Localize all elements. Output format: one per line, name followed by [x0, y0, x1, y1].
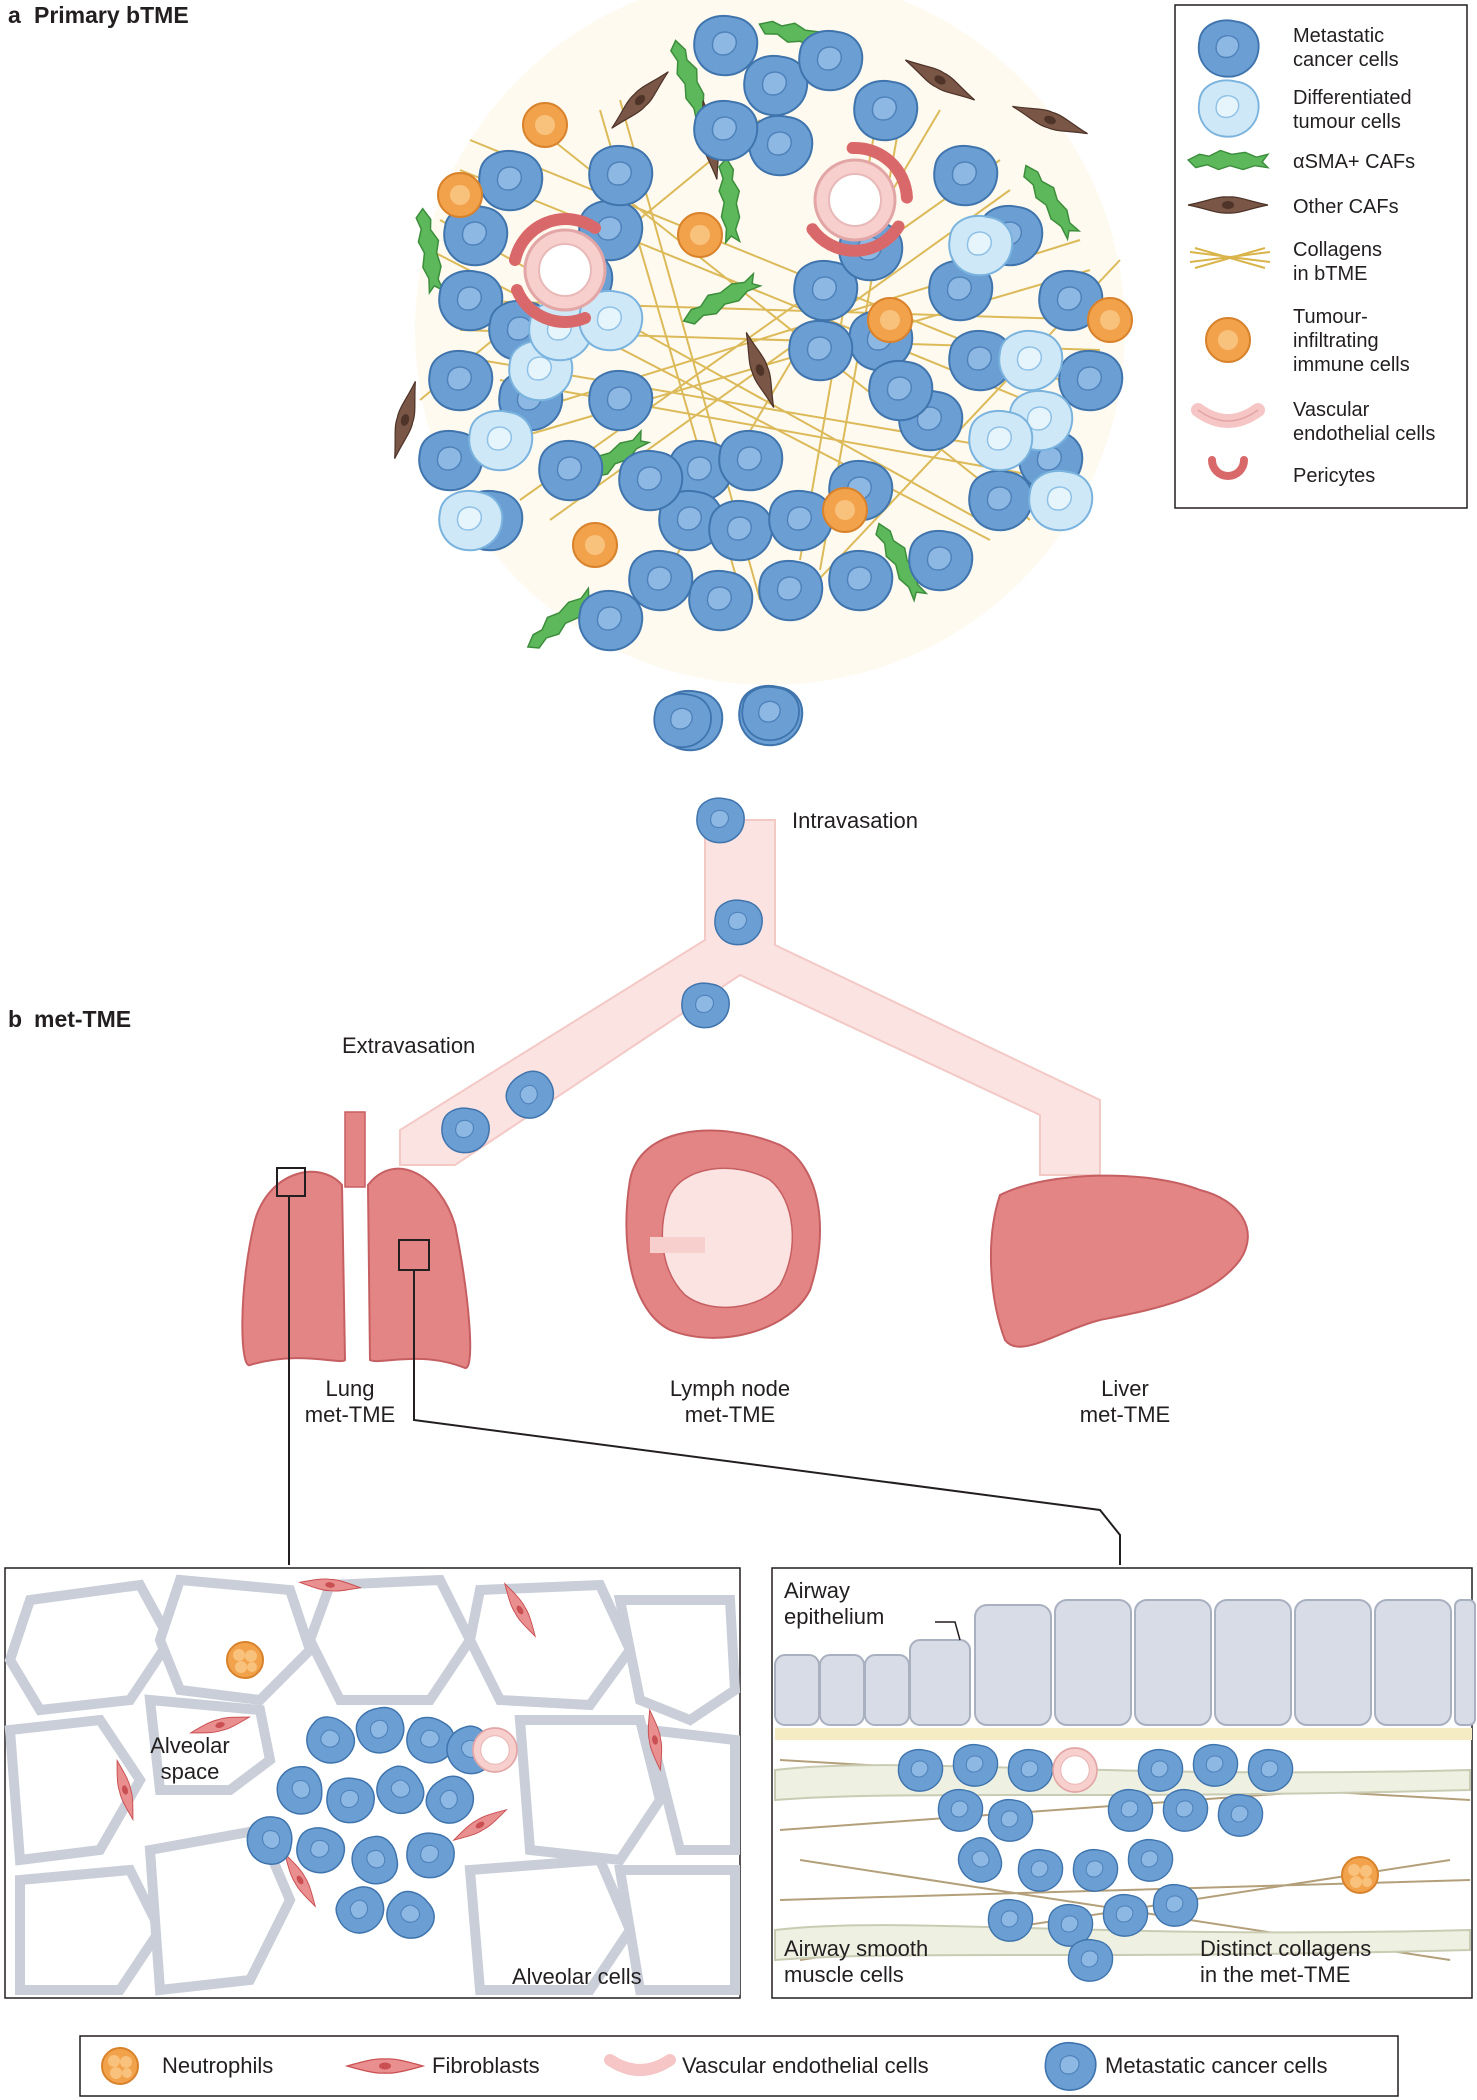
inset-connectors: [288, 1196, 1121, 1565]
legend-a-frame: [1174, 4, 1468, 509]
panel-a-letter: a: [8, 2, 21, 28]
legend-metastatic-cancer-label: Metastatic cancer cells: [1105, 2053, 1328, 2078]
legend-asma-caf-label: αSMA+ CAFs: [1293, 151, 1416, 173]
legend-fibroblasts-label: Fibroblasts: [432, 2053, 540, 2078]
panel-a-title: Primary bTME: [34, 2, 189, 28]
lung-illustration: [241, 1111, 472, 1369]
airway-inset: [771, 1567, 1476, 1999]
circulation-vessel: [399, 819, 1101, 1176]
liver-illustration: [989, 1174, 1249, 1348]
legend-neutrophils-label: Neutrophils: [162, 2053, 274, 2078]
primary-btme-tumour: [386, 0, 1133, 752]
legend-other-caf-label: Other CAFs: [1293, 196, 1399, 218]
extravasation-label: Extravasation: [342, 1033, 476, 1058]
legend-pericyte-label: Pericytes: [1293, 465, 1376, 487]
alveolar-inset: [4, 1567, 741, 1999]
panel-b-letter: b: [8, 1006, 23, 1032]
lymph-node-illustration: [625, 1129, 821, 1339]
panel-b-title: met-TME: [34, 1006, 132, 1032]
bottom-legend-frame: [79, 2035, 1399, 2097]
alveolar-cells-label: Alveolar cells: [512, 1964, 642, 1989]
intravasation-label: Intravasation: [792, 808, 918, 833]
legend-vascular-endothelial-label: Vascular endothelial cells: [682, 2053, 929, 2078]
